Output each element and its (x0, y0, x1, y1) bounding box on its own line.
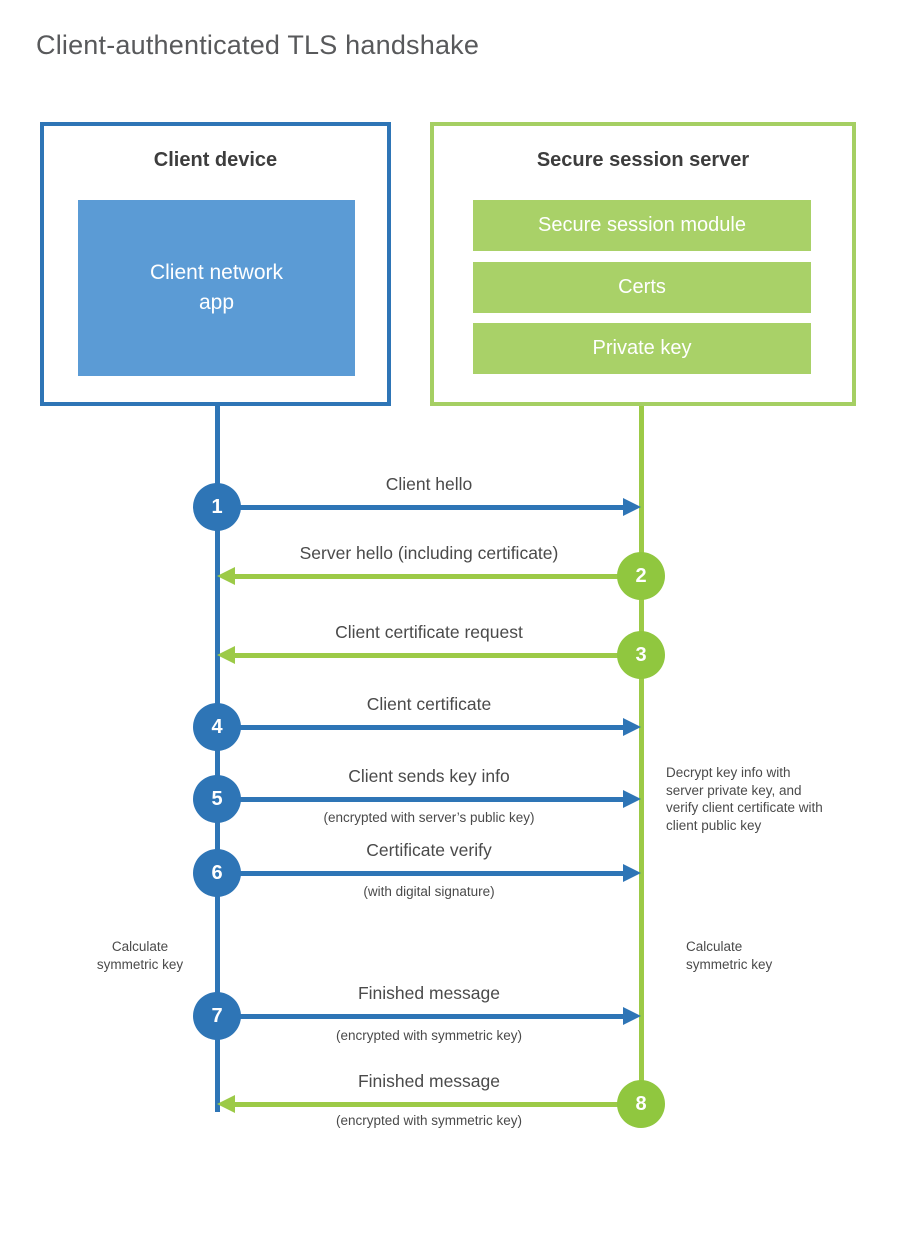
step-circle: 5 (193, 775, 241, 823)
secure-session-server-title: Secure session server (536, 149, 750, 171)
secure-session-module-bar: Secure session module (473, 200, 811, 251)
message-arrow-line (217, 505, 625, 510)
message-arrow-line (217, 797, 625, 802)
step-circle: 3 (617, 631, 665, 679)
message-sublabel: (with digital signature) (363, 884, 495, 899)
private-key-label: Private key (592, 337, 692, 359)
message-sublabel: (encrypted with symmetric key) (335, 1113, 523, 1128)
decrypt-key-note: Decrypt key info with server private key… (666, 765, 823, 833)
arrowhead-right-icon (623, 718, 641, 736)
message-arrow-line (235, 653, 641, 658)
message-arrow-line (217, 1014, 625, 1019)
secure-session-server-box: Secure session server Secure session mod… (430, 122, 856, 406)
step-circle: 4 (193, 703, 241, 751)
arrowhead-left-icon (217, 567, 235, 585)
message-arrow-line (235, 574, 641, 579)
calculate-symmetric-key-note-server: Calculate symmetric key (686, 939, 773, 972)
step-circle: 6 (193, 849, 241, 897)
calculate-symmetric-key-note-client: Calculate symmetric key (96, 939, 184, 972)
message-arrow-line (235, 1102, 641, 1107)
step-circle: 7 (193, 992, 241, 1040)
message-sublabel: (encrypted with symmetric key) (335, 1028, 523, 1043)
server-lifeline (639, 406, 644, 1098)
arrowhead-right-icon (623, 864, 641, 882)
client-device-title: Client device (153, 149, 278, 171)
message-label: Finished message (357, 1071, 501, 1091)
step-circle: 1 (193, 483, 241, 531)
client-network-app-module: Client network app (78, 200, 355, 376)
arrowhead-right-icon (623, 790, 641, 808)
message-label: Client certificate request (335, 622, 523, 642)
certs-label: Certs (618, 276, 666, 298)
message-label: Certificate verify (366, 840, 492, 860)
private-key-bar: Private key (473, 323, 811, 374)
message-sublabel: (encrypted with server’s public key) (323, 810, 535, 825)
page-title: Client-authenticated TLS handshake (36, 30, 480, 60)
message-label: Server hello (including certificate) (299, 543, 559, 563)
message-arrow-line (217, 871, 625, 876)
certs-bar: Certs (473, 262, 811, 313)
secure-session-module-label: Secure session module (538, 214, 746, 236)
client-device-box: Client device Client network app (40, 122, 391, 406)
message-arrow-line (217, 725, 625, 730)
arrowhead-right-icon (623, 498, 641, 516)
message-label: Finished message (357, 983, 501, 1003)
message-label: Client hello (385, 474, 473, 494)
step-circle: 2 (617, 552, 665, 600)
arrowhead-right-icon (623, 1007, 641, 1025)
client-lifeline (215, 406, 220, 1112)
arrowhead-left-icon (217, 646, 235, 664)
client-network-app-label: Client network app (149, 260, 284, 314)
step-circle: 8 (617, 1080, 665, 1128)
message-label: Client sends key info (348, 766, 510, 786)
arrowhead-left-icon (217, 1095, 235, 1113)
message-label: Client certificate (366, 694, 492, 714)
